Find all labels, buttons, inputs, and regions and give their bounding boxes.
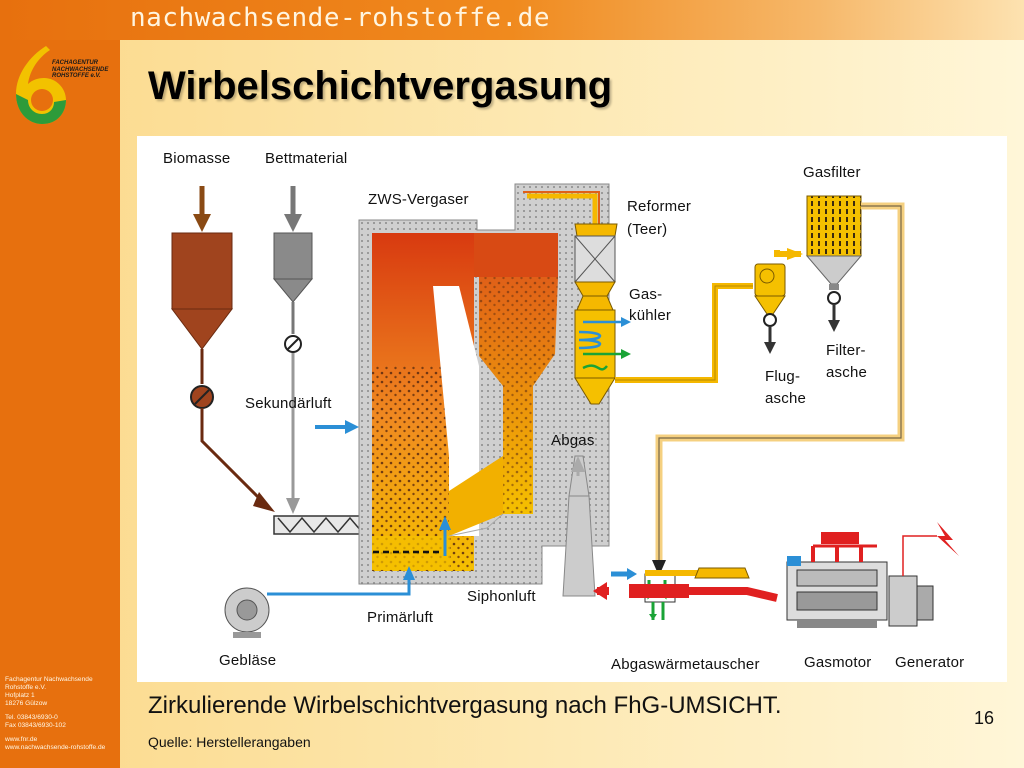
label-kuehler: kühler <box>629 307 672 324</box>
label-flug-asche: asche <box>765 390 807 407</box>
process-diagram: Biomasse Bettmaterial ZWS-Vergaser Refor… <box>137 136 1007 682</box>
contact-org2: Rohstoffe e.V. <box>5 684 47 691</box>
label-reformer: Reformer <box>627 198 692 215</box>
figure-source: Quelle: Herstellerangaben <box>148 734 311 750</box>
page-number: 16 <box>974 708 995 728</box>
gas-line <box>615 248 803 383</box>
gas-filter <box>652 195 905 576</box>
cyclone <box>754 263 786 354</box>
contact-web-fnr[interactable]: www.fnr.de <box>5 736 38 743</box>
label-filter-asche: asche <box>826 364 868 381</box>
top-banner: nachwachsende-rohstoffe.de <box>0 0 1024 40</box>
bed-material-hopper <box>272 186 314 514</box>
page-title: Wirbelschichtvergasung <box>148 64 613 108</box>
label-gas: Gas- <box>629 286 663 303</box>
label-teer: (Teer) <box>627 221 668 238</box>
label-flug: Flug- <box>765 368 801 385</box>
label-geblaese: Gebläse <box>219 652 277 669</box>
contact-fax: Fax 03843/6930-102 <box>5 722 66 729</box>
secondary-air-arrow <box>315 420 359 434</box>
label-generator: Generator <box>895 654 965 671</box>
label-gasmotor: Gasmotor <box>804 654 872 671</box>
site-name: nachwachsende-rohstoffe.de <box>130 3 550 33</box>
logo-text: FACHAGENTUR NACHWACHSENDE ROHSTOFFE e.V. <box>52 60 114 80</box>
fnr-logo <box>10 44 70 135</box>
biomass-hopper <box>171 186 275 512</box>
zws-gasifier <box>358 183 610 585</box>
label-zws-vergaser: ZWS-Vergaser <box>368 191 469 208</box>
logo-line: FACHAGENTUR <box>52 60 98 66</box>
label-bettmaterial: Bettmaterial <box>265 150 348 167</box>
chimney <box>562 455 596 597</box>
reformer-column <box>574 223 631 405</box>
label-gasfilter: Gasfilter <box>803 164 861 181</box>
logo-line: ROHSTOFFE e.V. <box>52 73 101 79</box>
gas-engine <box>786 532 888 628</box>
screw-conveyor <box>273 515 371 535</box>
blower <box>224 566 415 638</box>
heat-exchanger <box>593 567 778 620</box>
label-biomasse: Biomasse <box>163 150 231 167</box>
contact-city: 18276 Gülzow <box>5 700 48 707</box>
sidebar <box>0 40 120 768</box>
label-siphonluft: Siphonluft <box>467 588 536 605</box>
label-sekundaerluft: Sekundärluft <box>245 395 332 412</box>
contact-web-nr[interactable]: www.nachwachsende-rohstoffe.de <box>5 744 106 751</box>
label-filter: Filter- <box>826 342 866 359</box>
process-diagram-svg <box>171 183 959 638</box>
contact-org: Fachagentur Nachwachsende <box>5 676 93 683</box>
label-abgaswaermetauscher: Abgaswärmetauscher <box>611 656 760 673</box>
generator <box>888 522 959 627</box>
contact-tel: Tel. 03843/6930-0 <box>5 714 58 721</box>
label-primaerluft: Primärluft <box>367 609 434 626</box>
contact-street: Hofplatz 1 <box>5 692 35 699</box>
logo-line: NACHWACHSENDE <box>52 66 109 73</box>
figure-caption: Zirkulierende Wirbelschichtvergasung nac… <box>148 692 782 719</box>
sidebar-contact: Fachagentur Nachwachsende Rohstoffe e.V.… <box>5 676 119 752</box>
label-abgas: Abgas <box>551 432 595 449</box>
